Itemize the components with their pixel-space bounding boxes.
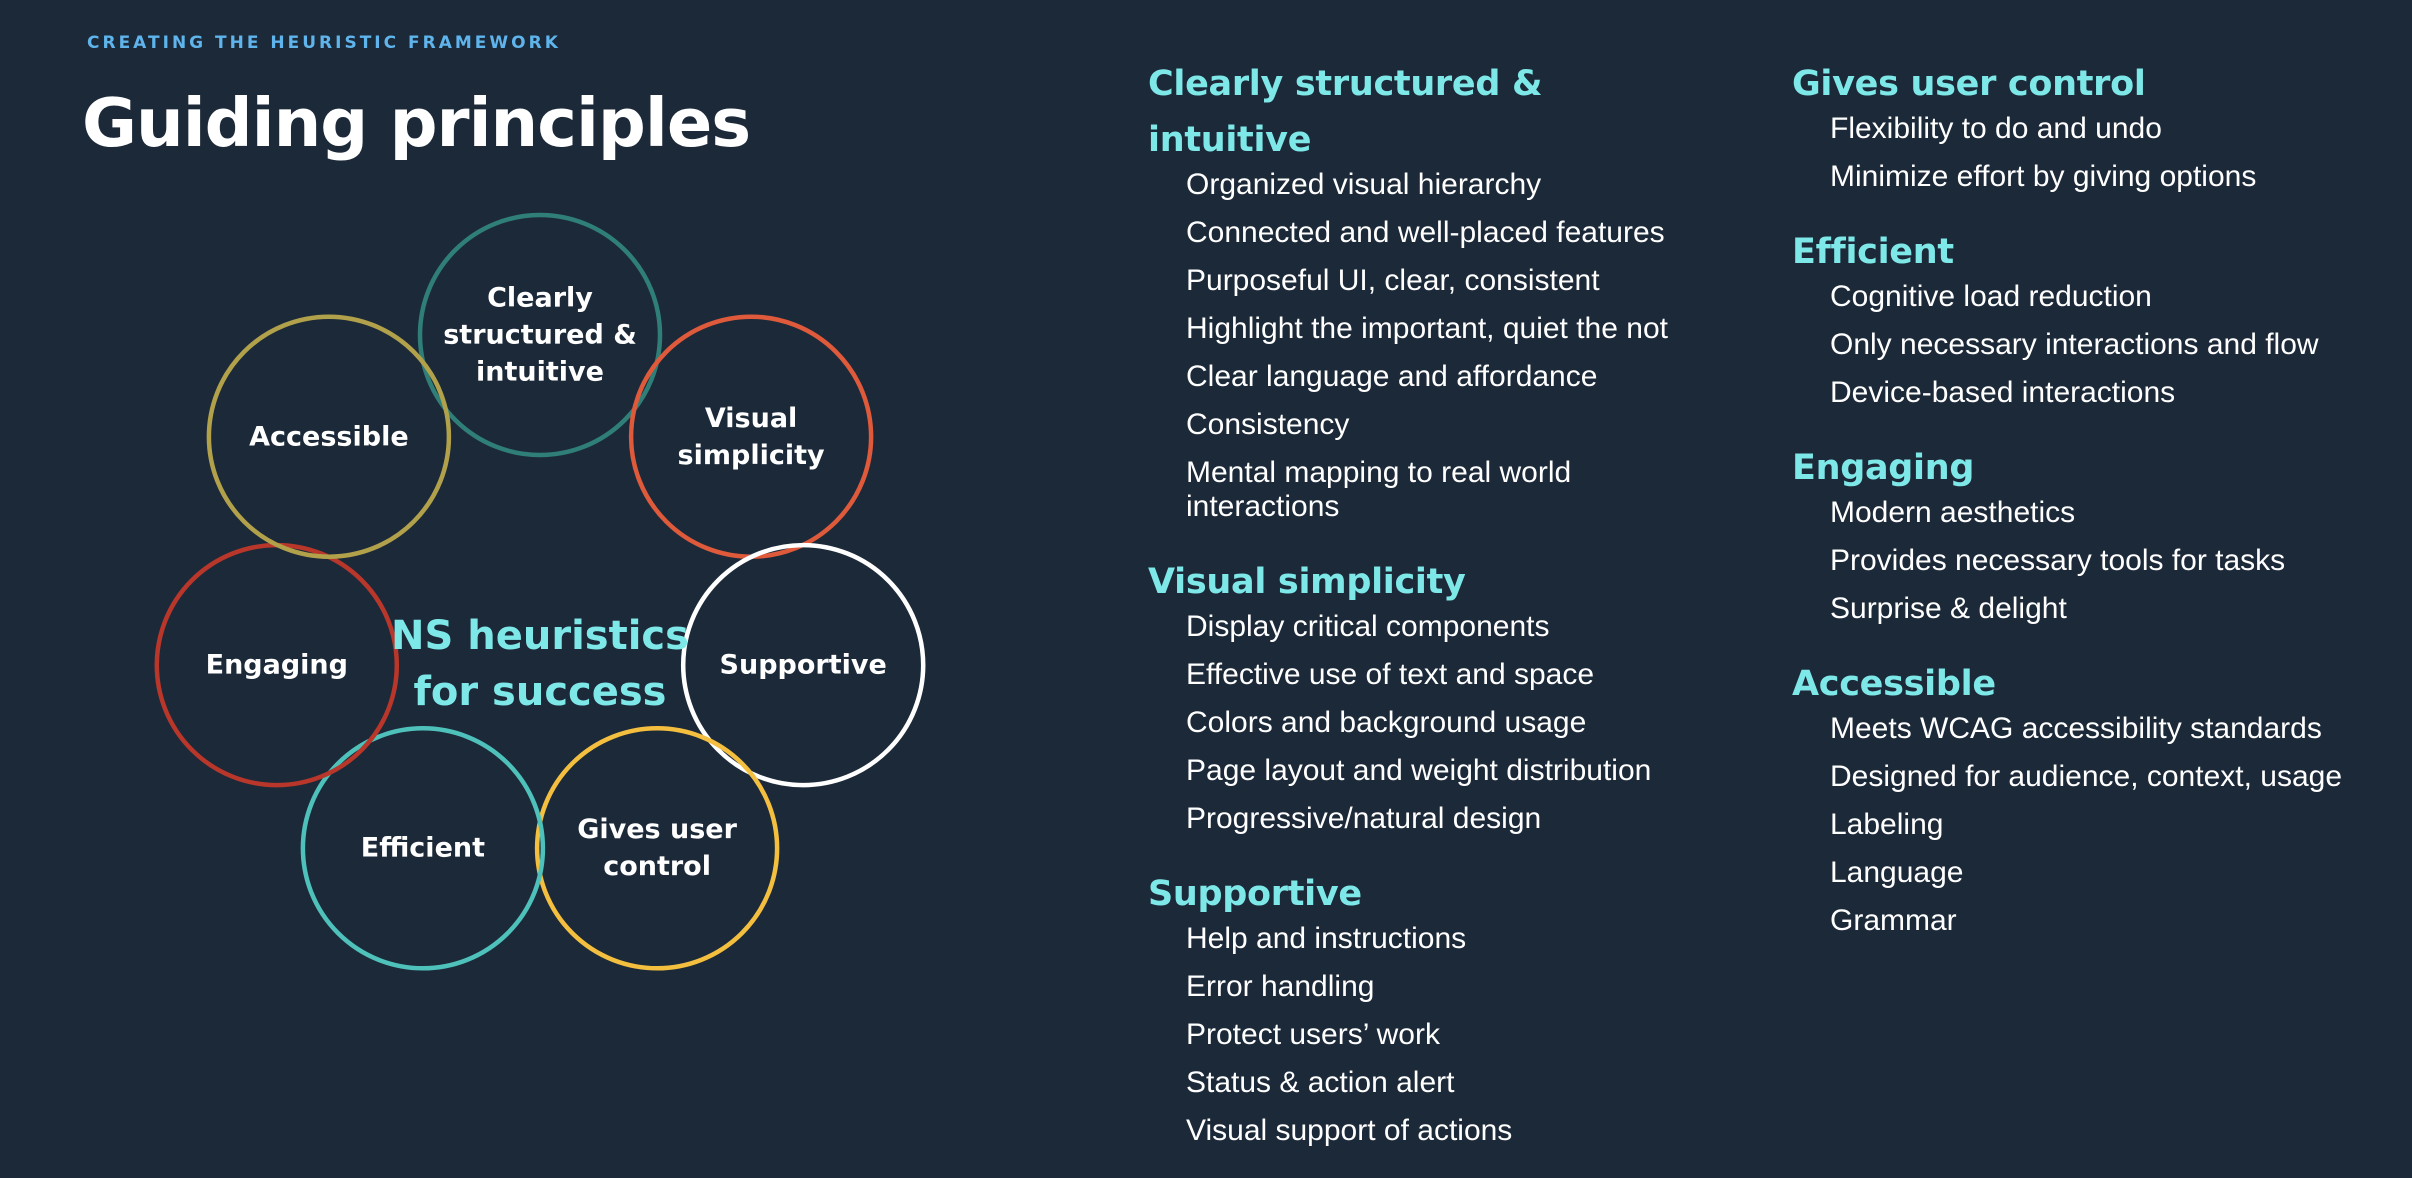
section-heading: Efficient xyxy=(1792,232,1954,272)
principle-circle-accessible xyxy=(206,314,452,559)
list-item: Grammar xyxy=(1830,904,1957,937)
principle-section-clearly-structured: Clearly structured & intuitive Organized… xyxy=(1148,56,1708,524)
principle-list: Help and instructions Error handling Pro… xyxy=(1148,922,1708,1148)
list-item: Page layout and weight distribution xyxy=(1186,754,1652,787)
node-label-line: structured & xyxy=(443,319,637,351)
list-item: Mental mapping to real world interaction… xyxy=(1186,456,1572,523)
principle-section-engaging: Engaging Modern aesthetics Provides nece… xyxy=(1792,440,2392,626)
principle-section-gives-user-control: Gives user control Flexibility to do and… xyxy=(1792,56,2392,194)
node-label-line: control xyxy=(603,851,711,883)
principle-node-label-gives-user-control: Gives user control xyxy=(547,811,767,885)
principle-node-label-efficient: Efficient xyxy=(313,830,533,867)
node-label-line: Clearly xyxy=(487,282,593,314)
principle-list: Flexibility to do and undo Minimize effo… xyxy=(1792,112,2392,194)
list-item: Purposeful UI, clear, consistent xyxy=(1186,264,1600,297)
principles-column-2: Gives user control Flexibility to do and… xyxy=(1792,56,2392,968)
list-item: Organized visual hierarchy xyxy=(1186,168,1542,201)
principle-section-supportive: Supportive Help and instructions Error h… xyxy=(1148,866,1708,1148)
principle-circle-clearly-structured xyxy=(417,212,663,458)
principles-column-1: Clearly structured & intuitive Organized… xyxy=(1148,56,1708,1178)
list-item: Surprise & delight xyxy=(1830,592,2067,625)
node-label-line: Accessible xyxy=(249,421,409,453)
list-item: Effective use of text and space xyxy=(1186,658,1595,691)
node-label-line: Supportive xyxy=(719,649,887,681)
section-heading: Supportive xyxy=(1148,874,1362,914)
node-label-line: Efficient xyxy=(360,832,486,864)
node-label-line: Visual xyxy=(704,402,798,434)
list-item: Help and instructions xyxy=(1186,922,1467,955)
principle-node-label-supportive: Supportive xyxy=(693,647,913,684)
list-item: Only necessary interactions and flow xyxy=(1830,328,2319,361)
list-item: Provides necessary tools for tasks xyxy=(1830,544,2286,577)
list-item: Progressive/natural design xyxy=(1186,802,1542,835)
list-item: Flexibility to do and undo xyxy=(1830,112,2162,145)
principle-node-label-engaging: Engaging xyxy=(167,647,387,684)
node-label-line: intuitive xyxy=(476,356,604,388)
principle-circle-efficient xyxy=(300,726,546,971)
principle-list: Cognitive load reduction Only necessary … xyxy=(1792,280,2392,410)
section-heading: Engaging xyxy=(1792,448,1975,488)
principle-circle-supportive xyxy=(680,542,926,788)
principle-list: Display critical components Effective us… xyxy=(1148,610,1708,836)
center-label: NS heuristics for success xyxy=(370,608,710,720)
list-item: Connected and well-placed features xyxy=(1186,216,1665,249)
section-heading: Gives user control xyxy=(1792,64,2146,104)
list-item: Error handling xyxy=(1186,970,1375,1003)
list-item: Colors and background usage xyxy=(1186,706,1587,739)
list-item: Visual support of actions xyxy=(1186,1114,1513,1147)
principle-list: Modern aesthetics Provides necessary too… xyxy=(1792,496,2392,626)
list-item: Language xyxy=(1830,856,1964,889)
principle-section-visual-simplicity: Visual simplicity Display critical compo… xyxy=(1148,554,1708,836)
list-item: Labeling xyxy=(1830,808,1944,841)
list-item: Minimize effort by giving options xyxy=(1830,160,2257,193)
principle-section-accessible: Accessible Meets WCAG accessibility stan… xyxy=(1792,656,2392,938)
eyebrow-label: CREATING THE HEURISTIC FRAMEWORK xyxy=(87,33,561,53)
page-title: Guiding principles xyxy=(82,84,751,162)
principle-node-label-accessible: Accessible xyxy=(219,418,439,455)
list-item: Status & action alert xyxy=(1186,1066,1455,1099)
list-item: Designed for audience, context, usage xyxy=(1830,760,2343,793)
section-heading: Clearly structured & intuitive xyxy=(1148,64,1543,160)
principle-list: Organized visual hierarchy Connected and… xyxy=(1148,168,1708,524)
node-label-line: Gives user xyxy=(577,814,737,846)
principle-list: Meets WCAG accessibility standards Desig… xyxy=(1792,712,2392,938)
list-item: Consistency xyxy=(1186,408,1350,441)
principle-circle-gives-user-control xyxy=(534,726,780,971)
section-heading: Visual simplicity xyxy=(1148,562,1466,602)
node-label-line: simplicity xyxy=(677,439,825,471)
circle-ring xyxy=(154,212,926,971)
list-item: Highlight the important, quiet the not xyxy=(1186,312,1668,345)
principle-node-label-visual-simplicity: Visual simplicity xyxy=(641,400,861,474)
principle-section-efficient: Efficient Cognitive load reduction Only … xyxy=(1792,224,2392,410)
list-item: Display critical components xyxy=(1186,610,1550,643)
list-item: Meets WCAG accessibility standards xyxy=(1830,712,2322,745)
list-item: Device-based interactions xyxy=(1830,376,2176,409)
center-label-line: for success xyxy=(413,669,667,715)
list-item: Protect users’ work xyxy=(1186,1018,1440,1051)
center-label-line: NS heuristics xyxy=(391,613,689,659)
principle-node-label-clearly-structured: Clearly structured & intuitive xyxy=(430,280,650,391)
section-heading: Accessible xyxy=(1792,664,1996,704)
list-item: Cognitive load reduction xyxy=(1830,280,2152,313)
list-item: Clear language and affordance xyxy=(1186,360,1598,393)
node-label-line: Engaging xyxy=(205,649,348,681)
list-item: Modern aesthetics xyxy=(1830,496,2076,529)
